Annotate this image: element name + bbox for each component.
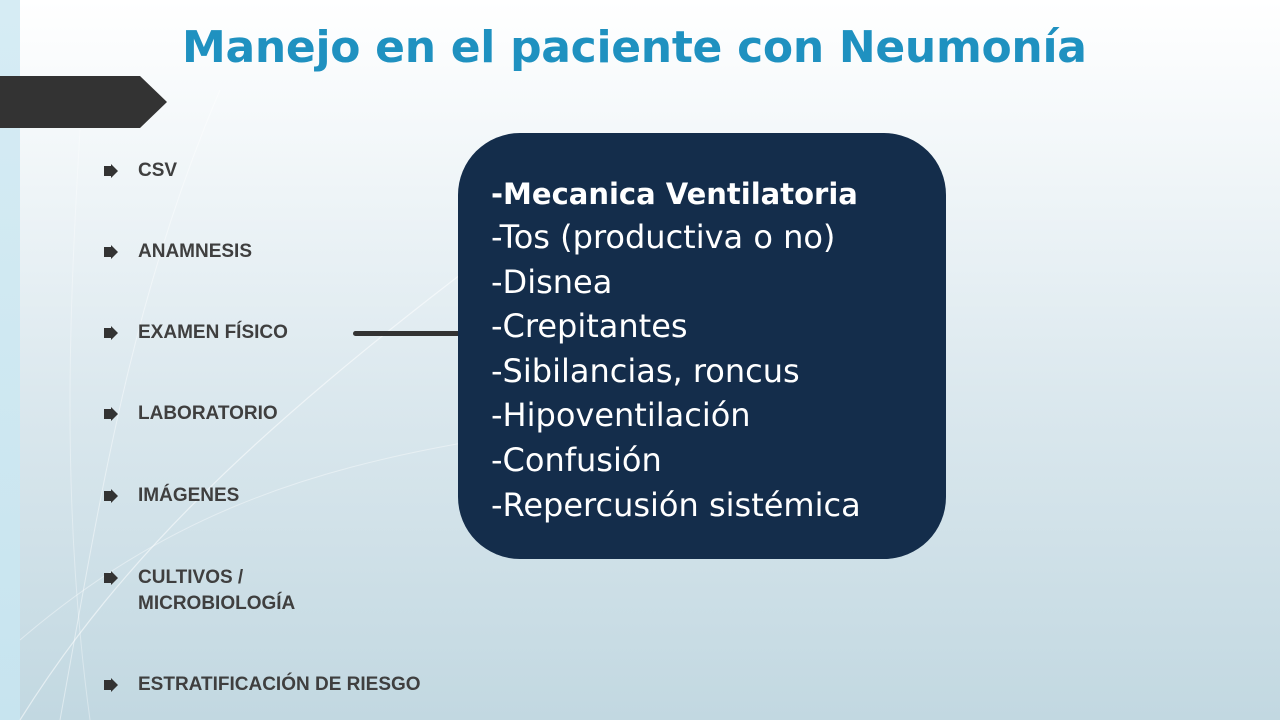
bullet-item: EXAMEN FÍSICO (104, 320, 484, 346)
bullet-item: CSV (104, 158, 484, 184)
arrow-right-icon (104, 483, 118, 509)
bullet-label: CSV (138, 160, 178, 181)
bullet-label: ANAMNESIS (138, 241, 253, 262)
bullet-item: IMÁGENES (104, 483, 484, 509)
arrow-right-icon (104, 239, 118, 265)
detail-item: -Disnea (491, 262, 613, 301)
detail-item: -Hipoventilación (491, 396, 751, 435)
bullet-label: IMÁGENES (138, 485, 240, 506)
arrow-right-icon (104, 672, 118, 698)
bullet-label: CULTIVOS / MICROBIOLOGÍA (138, 567, 296, 614)
title-tab-shape (0, 76, 167, 128)
bullet-label: EXAMEN FÍSICO (138, 322, 288, 343)
detail-box: -Mecanica Ventilatoria -Tos (productiva … (458, 133, 946, 559)
detail-item: -Confusión (491, 440, 662, 479)
detail-item: -Sibilancias, roncus (491, 351, 800, 390)
arrow-right-icon (104, 158, 118, 184)
connector-line (353, 331, 473, 336)
bullet-item: ESTRATIFICACIÓN DE RIESGO (104, 672, 484, 698)
slide-title: Manejo en el paciente con Neumonía (182, 22, 1087, 73)
detail-heading: -Mecanica Ventilatoria (491, 177, 858, 211)
arrow-right-icon (104, 401, 118, 427)
bullet-label: LABORATORIO (138, 403, 278, 424)
left-accent-strip (0, 0, 20, 720)
arrow-right-icon (104, 565, 118, 591)
detail-item: -Repercusión sistémica (491, 485, 861, 524)
detail-item: -Tos (productiva o no) (491, 218, 836, 256)
detail-item: -Crepitantes (491, 307, 688, 346)
arrow-right-icon (104, 320, 118, 346)
bullet-item: LABORATORIO (104, 401, 484, 427)
bullet-item: CULTIVOS / MICROBIOLOGÍA (104, 565, 344, 617)
bullet-item: ANAMNESIS (104, 239, 484, 265)
bullet-label: ESTRATIFICACIÓN DE RIESGO (138, 674, 421, 695)
